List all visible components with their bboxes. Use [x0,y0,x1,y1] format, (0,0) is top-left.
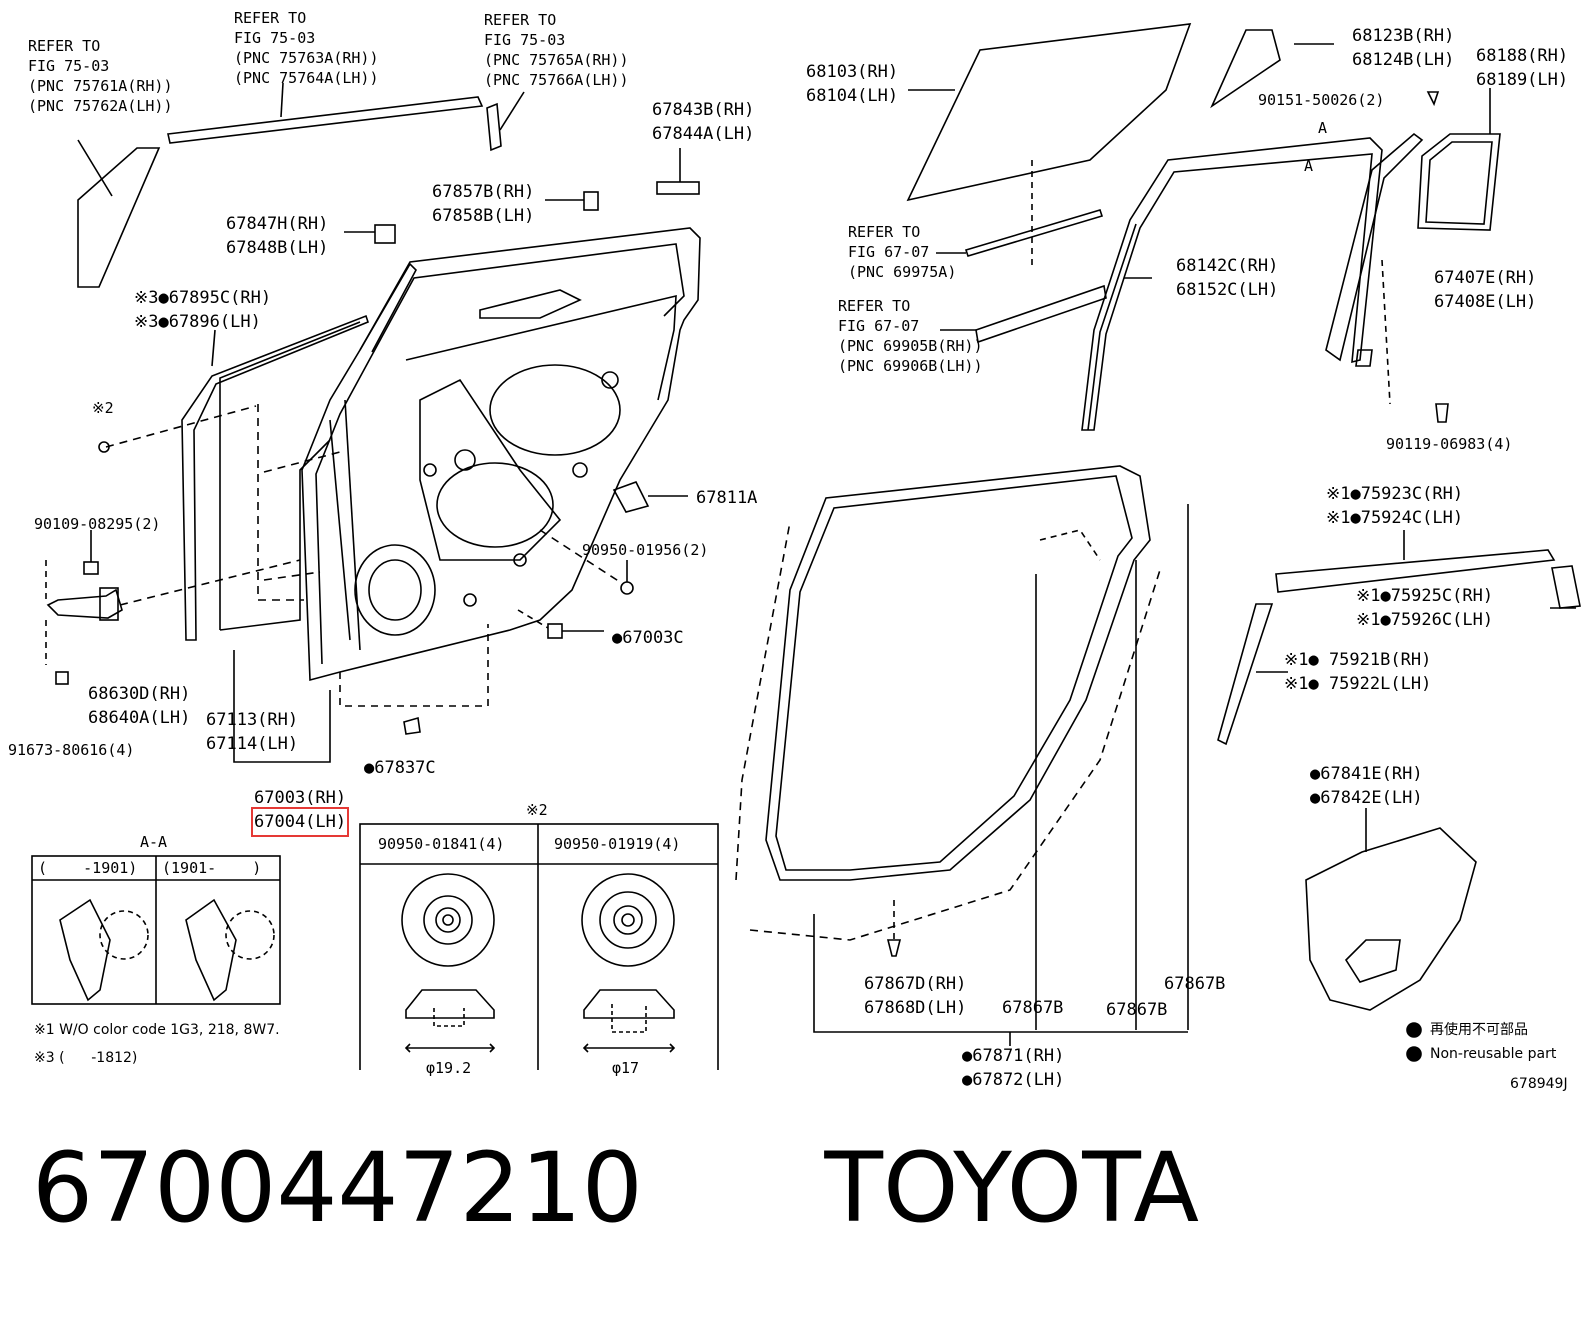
part-label-68188: 68188(RH) 68189(LH) [1476,46,1569,90]
part-label-90151: 90151-50026(2) [1258,91,1385,109]
quarter-glass-weatherstrip-68188 [1417,88,1501,231]
door-clip-67847 [344,224,396,244]
footer-caption: 6700447210 TOYOTA [32,1128,1199,1248]
part-label-67867b-3: 67867B [1164,974,1226,994]
division-bar-67407 [1325,132,1424,405]
part-label-67841: ●67841E(RH) ●67842E(LH) [1310,764,1423,808]
legend-text-jp: 再使用不可部品 [1430,1022,1528,1038]
door-glass-68103 [906,23,1192,270]
section-arrow-a1: A [1318,119,1328,137]
part-label-75921: ※1● 75921B(RH) ※1● 75922L(LH) [1284,650,1432,694]
part-label-67871: ●67871(RH) ●67872(LH) [962,1046,1065,1090]
service-cover-67841 [1305,808,1477,1011]
section-arrow-a2: A [1304,157,1314,175]
refer-label-75763: REFER TO FIG 75-03 (PNC 75763A(RH)) (PNC… [234,9,379,87]
part-label-75923: ※1●75923C(RH) ※1●75924C(LH) [1326,484,1464,528]
service-hole-cover-67811 [612,481,688,513]
part-label-67003-rh: 67003(RH) [254,788,347,808]
nut-67003c [517,609,604,639]
fastener-col1-header: 90950-01841(4) [378,835,505,853]
bolt-90109 [83,530,99,575]
door-clip-67857 [545,191,599,211]
legend-bullet-en [1406,1046,1422,1062]
refer-label-75765: REFER TO FIG 75-03 (PNC 75765A(RH)) (PNC… [484,11,629,89]
part-label-68103: 68103(RH) 68104(LH) [806,62,899,106]
screw-90151 [1426,91,1440,107]
legend-text-en: Non-reusable part [1430,1046,1557,1062]
section-aa-col2: (1901- ) [162,859,262,877]
part-label-67857: 67857B(RH) 67858B(LH) [432,182,535,226]
clip-90950-01956 [539,529,634,595]
part-label-90119: 90119-06983(4) [1386,435,1513,453]
section-aa-col1: ( -1901) [38,859,138,877]
part-label-67004-lh: 67004(LH) [250,807,350,837]
part-label-67837: ●67837C [364,758,436,778]
part-label-67003c: ●67003C [612,628,684,648]
pillar-molding-75921 [1217,603,1288,746]
window-channel-strips [936,209,1107,344]
door-inner-seal [181,314,369,641]
door-opening-weatherstrip-67871 [735,465,1189,1046]
clip-mark-2 [98,441,110,453]
clip-67837c [339,624,489,735]
part-label-67867b-1: 67867B [1002,998,1064,1018]
belt-molding-75923 [1275,530,1556,593]
note-3: ※3 ( -1812) [34,1050,138,1066]
exploded-parts-diagram [31,23,1581,1070]
clip-67867d [886,900,902,957]
part-label-67895: ※3●67895C(RH) ※3●67896(LH) [134,288,272,332]
part-label-90109: 90109-08295(2) [34,515,161,533]
leader-67003 [233,650,331,763]
part-label-68123: 68123B(RH) 68124B(LH) [1352,26,1455,70]
part-label-67867b-2: 67867B [1106,1000,1168,1020]
part-label-67843: 67843B(RH) 67844A(LH) [652,100,755,144]
door-clip-67843 [656,148,700,195]
section-aa-title: A-A [140,833,168,851]
part-label-75925: ※1●75925C(RH) ※1●75926C(LH) [1356,586,1494,630]
footer-brand: TOYOTA [824,1132,1200,1244]
note-1: ※1 W/O color code 1G3, 218, 8W7. [34,1022,280,1038]
refer-label-75761: REFER TO FIG 75-03 (PNC 75761A(RH)) (PNC… [28,37,173,115]
legend-bullet-jp [1406,1022,1422,1038]
part-label-90950-01956: 90950-01956(2) [582,541,709,559]
pillar-garnish-left [77,139,161,288]
door-frame-dashed [105,404,341,601]
fastener-col2-dim: φ17 [612,1059,640,1077]
part-label-67811: 67811A [696,488,758,508]
section-aa-box [31,855,281,1005]
door-check-68630 [45,559,301,665]
fastener-table [359,823,719,1070]
part-label-67407: 67407E(RH) 67408E(LH) [1434,268,1537,312]
fastener-col2-header: 90950-01919(4) [554,835,681,853]
bolt-91673 [55,671,69,685]
garnish-75925 [1550,565,1581,609]
part-label-67847: 67847H(RH) 67848B(LH) [226,214,329,258]
refer-label-69905: REFER TO FIG 67-07 (PNC 69905B(RH)) (PNC… [838,297,983,375]
footer-part-number: 6700447210 [32,1132,643,1244]
fastener-col1-dim: φ19.2 [426,1059,472,1077]
part-label-68142: 68142C(RH) 68152C(LH) [1176,256,1279,300]
pillar-garnish-upper [486,91,525,152]
quarter-glass-68123 [1210,29,1334,109]
part-label-67867d: 67867D(RH) 67868D(LH) [864,974,967,1018]
screw-90119 [1435,403,1449,423]
fastener-table-mark: ※2 [526,801,548,819]
refer-label-69975: REFER TO FIG 67-07 (PNC 69975A) [848,223,957,281]
roof-molding-strip [167,82,484,144]
part-label-91673: 91673-80616(4) [8,741,135,759]
part-label-68630: 68630D(RH) 68640A(LH) [88,684,191,728]
part-label-67113: 67113(RH) 67114(LH) [206,710,299,754]
figure-code: 678949J [1510,1076,1568,1092]
part-label-mark2: ※2 [92,399,114,417]
rear-door-panel [301,227,701,682]
